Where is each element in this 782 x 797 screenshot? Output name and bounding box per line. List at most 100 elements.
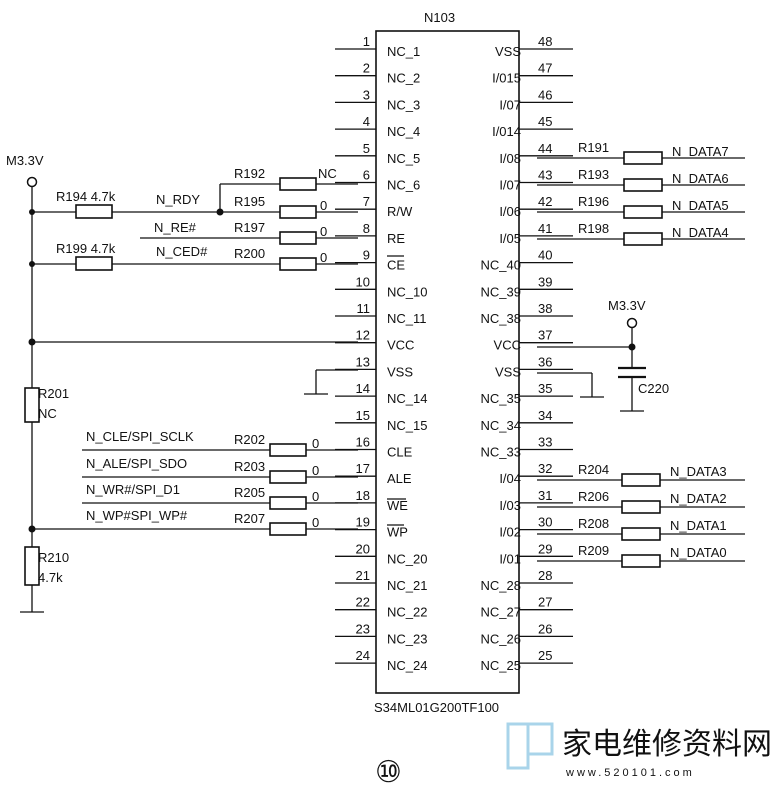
resistor-r203 bbox=[269, 470, 307, 484]
pin-name-left: NC_1 bbox=[387, 44, 420, 59]
pin-number-left: 24 bbox=[356, 648, 370, 663]
pin-name-right: I/06 bbox=[499, 204, 521, 219]
power-terminal-right bbox=[626, 317, 638, 329]
r197-value: 0 bbox=[320, 224, 327, 239]
r201-label: R201 bbox=[38, 386, 69, 401]
pin-number-left: 3 bbox=[363, 87, 370, 102]
r204-label: R204 bbox=[578, 462, 609, 477]
net-data3: N_DATA3 bbox=[670, 464, 727, 479]
pin-number-right: 40 bbox=[538, 248, 552, 263]
r208-label: R208 bbox=[578, 516, 609, 531]
pin-name-left: NC_6 bbox=[387, 178, 420, 193]
pin-name-right: VSS bbox=[495, 44, 521, 59]
r200-label: R200 bbox=[234, 246, 265, 261]
pin-number-left: 23 bbox=[356, 621, 370, 636]
pin-number-right: 42 bbox=[538, 194, 552, 209]
pin-name-left: NC_10 bbox=[387, 284, 427, 299]
ic-designator: N103 bbox=[424, 10, 455, 25]
resistor-r196 bbox=[623, 205, 663, 219]
pin-name-right: NC_28 bbox=[481, 578, 521, 593]
pin-name-left: NC_4 bbox=[387, 124, 420, 139]
r205-label: R205 bbox=[234, 485, 265, 500]
net-n-cle: N_CLE/SPI_SCLK bbox=[86, 429, 194, 444]
pin-name-right: I/03 bbox=[499, 498, 521, 513]
right-pin-group: 48VSS47I/01546I/0745I/01444I/0843I/0742I… bbox=[481, 34, 573, 673]
pin-number-left: 12 bbox=[356, 328, 370, 343]
pin-name-left: NC_5 bbox=[387, 151, 420, 166]
pin-number-right: 48 bbox=[538, 34, 552, 49]
pin-number-right: 46 bbox=[538, 87, 552, 102]
net-data6: N_DATA6 bbox=[672, 171, 729, 186]
pin-number-right: 30 bbox=[538, 515, 552, 530]
r192-label: R192 bbox=[234, 166, 265, 181]
r197-label: R197 bbox=[234, 220, 265, 235]
pin-number-right: 39 bbox=[538, 274, 552, 289]
pin-name-left: NC_2 bbox=[387, 71, 420, 86]
pin-name-left: RE bbox=[387, 231, 405, 246]
pin-name-right: VCC bbox=[494, 338, 521, 353]
pin-number-left: 1 bbox=[363, 34, 370, 49]
r206-label: R206 bbox=[578, 489, 609, 504]
pin-name-right: I/02 bbox=[499, 525, 521, 540]
r203-label: R203 bbox=[234, 459, 265, 474]
watermark-text: 家电维修资料网 bbox=[562, 728, 772, 761]
pin-number-left: 8 bbox=[363, 221, 370, 236]
resistor-r208 bbox=[621, 527, 661, 541]
pin-name-left: WP bbox=[387, 525, 408, 540]
resistor-r209 bbox=[621, 554, 661, 568]
net-data4: N_DATA4 bbox=[672, 225, 729, 240]
pin-number-left: 17 bbox=[356, 461, 370, 476]
ic-part-number: S34ML01G200TF100 bbox=[374, 700, 499, 715]
pin-name-right: VSS bbox=[495, 364, 521, 379]
pin-name-right: NC_33 bbox=[481, 445, 521, 460]
resistor-r210 bbox=[24, 546, 40, 586]
pin-name-right: I/01 bbox=[499, 551, 521, 566]
pin-number-left: 2 bbox=[363, 61, 370, 76]
r193-label: R193 bbox=[578, 167, 609, 182]
pin-name-left: VCC bbox=[387, 338, 414, 353]
resistor-r191 bbox=[623, 151, 663, 165]
resistor-r193 bbox=[623, 178, 663, 192]
r207-value: 0 bbox=[312, 515, 319, 530]
pin-name-left: NC_22 bbox=[387, 605, 427, 620]
resistor-r200 bbox=[279, 257, 317, 271]
junction-dot bbox=[628, 343, 636, 351]
resistor-r192 bbox=[279, 177, 317, 191]
resistor-r197 bbox=[279, 231, 317, 245]
pin-name-left: R/W bbox=[387, 204, 413, 219]
pin-number-left: 22 bbox=[356, 595, 370, 610]
power-label-left: M3.3V bbox=[6, 153, 44, 168]
power-label-right: M3.3V bbox=[608, 298, 646, 313]
pin-name-left: ALE bbox=[387, 471, 412, 486]
pin-number-right: 47 bbox=[538, 61, 552, 76]
pin-name-left: CE bbox=[387, 258, 405, 273]
pin-number-right: 44 bbox=[538, 141, 552, 156]
pin-name-left: NC_20 bbox=[387, 551, 427, 566]
pin-number-right: 41 bbox=[538, 221, 552, 236]
net-data2: N_DATA2 bbox=[670, 491, 727, 506]
pin-number-left: 4 bbox=[363, 114, 370, 129]
pin-number-right: 28 bbox=[538, 568, 552, 583]
pin-name-left: NC_24 bbox=[387, 658, 427, 673]
resistor-r201 bbox=[24, 387, 40, 423]
net-n-re: N_RE# bbox=[154, 220, 197, 235]
r202-label: R202 bbox=[234, 432, 265, 447]
r192-value: NC bbox=[318, 166, 337, 181]
r195-value: 0 bbox=[320, 198, 327, 213]
resistor-r207 bbox=[269, 522, 307, 536]
pin-name-left: VSS bbox=[387, 364, 413, 379]
r205-value: 0 bbox=[312, 489, 319, 504]
pin-name-right: I/07 bbox=[499, 97, 521, 112]
pin-number-right: 34 bbox=[538, 408, 552, 423]
pin-name-left: NC_14 bbox=[387, 391, 427, 406]
pin-name-left: NC_23 bbox=[387, 631, 427, 646]
resistor-r195 bbox=[279, 205, 317, 219]
r199-label: R199 4.7k bbox=[56, 241, 116, 256]
pin-number-right: 43 bbox=[538, 168, 552, 183]
pin-number-left: 19 bbox=[356, 515, 370, 530]
pin-number-right: 29 bbox=[538, 541, 552, 556]
pin-number-left: 11 bbox=[357, 301, 371, 316]
r207-label: R207 bbox=[234, 511, 265, 526]
pin-name-right: I/08 bbox=[499, 151, 521, 166]
r201-value: NC bbox=[38, 406, 57, 421]
